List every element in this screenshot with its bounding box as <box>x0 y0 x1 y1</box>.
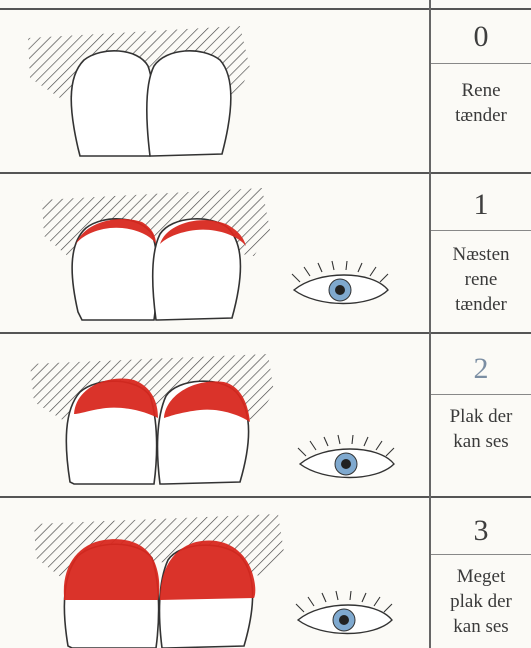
eye-icon <box>292 261 388 304</box>
score-label: Meget plak der kan ses <box>431 564 531 639</box>
score-label: Rene tænder <box>431 78 531 128</box>
score-label: Plak der kan ses <box>431 404 531 454</box>
score-value: 2 <box>431 354 531 384</box>
score-value: 3 <box>431 516 531 546</box>
score-value: 1 <box>431 190 531 220</box>
tooth-right <box>147 51 231 156</box>
score-label: Næsten rene tænder <box>431 242 531 317</box>
cell-separator <box>431 230 531 231</box>
teeth-illustration <box>0 172 429 332</box>
score-row-3: 3 Meget plak der kan ses <box>0 496 531 648</box>
score-row-0: 0 Rene tænder <box>0 8 531 172</box>
score-value: 0 <box>431 22 531 52</box>
eye-icon <box>298 435 394 478</box>
cell-separator <box>431 63 531 64</box>
cell-separator <box>431 554 531 555</box>
teeth-illustration <box>0 332 429 496</box>
teeth-illustration <box>0 8 429 172</box>
cell-separator <box>431 394 531 395</box>
teeth-illustration <box>0 496 429 648</box>
tooth-left <box>71 51 153 156</box>
score-row-2: 2 Plak der kan ses <box>0 332 531 496</box>
tooth-right <box>153 219 241 320</box>
score-row-1: 1 Næsten rene tænder <box>0 172 531 332</box>
eye-icon <box>296 591 392 634</box>
